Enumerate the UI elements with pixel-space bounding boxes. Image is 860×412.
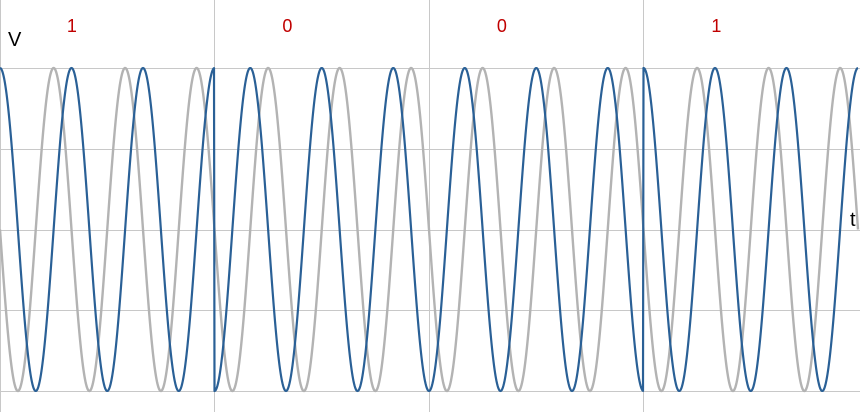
modulated-wave <box>0 66 859 393</box>
bit-label: 0 <box>497 16 507 36</box>
bit-label: 1 <box>711 16 721 36</box>
chart-series <box>0 66 860 393</box>
carrier-wave <box>0 66 860 393</box>
x-axis-label: t <box>850 209 856 231</box>
bit-label: 1 <box>67 16 77 36</box>
y-axis-label: V <box>8 29 22 51</box>
bit-label: 0 <box>282 16 292 36</box>
chart-labels: V t 1 0 0 1 <box>8 16 856 231</box>
